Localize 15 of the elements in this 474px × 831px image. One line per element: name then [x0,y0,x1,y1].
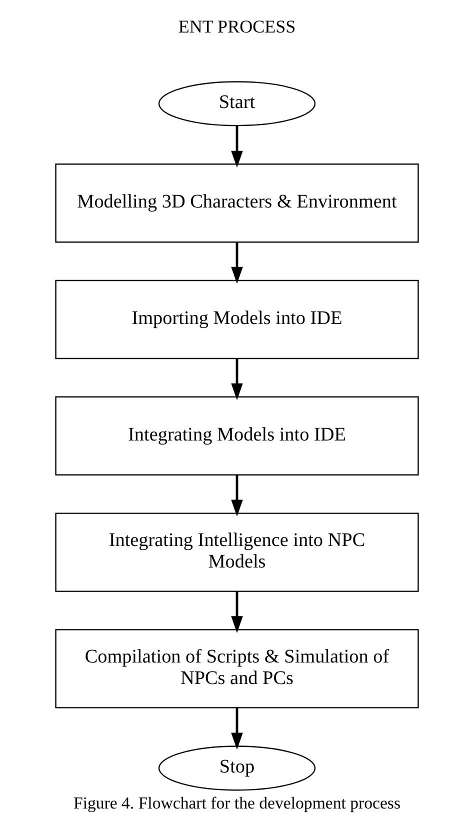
arrow [231,358,243,400]
arrow [231,126,243,168]
diagram-title: ENT PROCESS [178,16,296,36]
node-box: Integrating Intelligence into NPC Models [55,512,419,592]
node-box: Integrating Models into IDE [55,396,419,476]
arrow [231,708,243,750]
node-box: Importing Models into IDE [55,280,419,360]
arrow [231,591,243,633]
arrow [231,242,243,284]
node-ellipse: Start [158,81,316,126]
node-box: Compilation of Scripts & Simulation of NPCs and PCs [55,629,419,708]
node-box: Modelling 3D Characters & Environment [55,164,419,243]
caption: Figure 4. Flowchart for the development process [74,793,400,812]
node-ellipse: Stop [158,746,316,791]
arrow [231,475,243,517]
